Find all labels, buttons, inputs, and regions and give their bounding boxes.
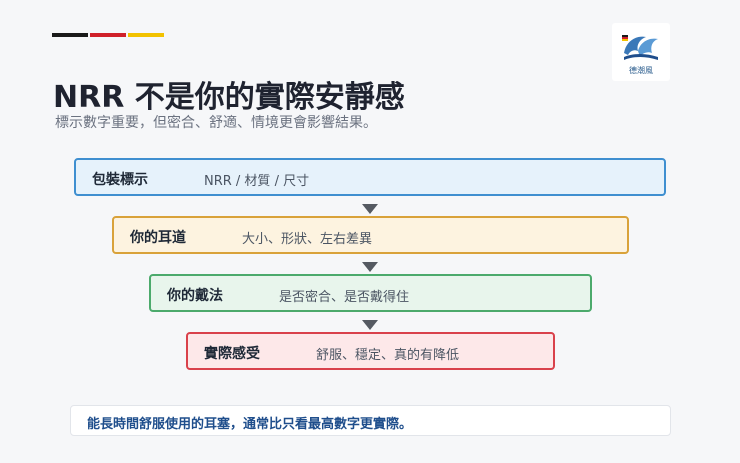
logo-text: 德潮風 — [629, 66, 653, 75]
down-arrow-icon — [362, 320, 378, 330]
flag-bar-red — [90, 33, 126, 37]
funnel-step-ear-canal: 你的耳道 大小、形狀、左右差異 — [112, 216, 629, 254]
page-title: NRR 不是你的實際安靜感 — [53, 80, 405, 115]
funnel-step-desc: 是否密合、是否戴得住 — [279, 290, 410, 305]
summary-note: 能長時間舒服使用的耳塞，通常比只看最高數字更實際。 — [70, 405, 671, 436]
funnel-step-label: 你的耳道 — [130, 230, 186, 246]
flag-bar-black — [52, 33, 88, 37]
funnel-step-desc: 舒服、穩定、真的有降低 — [316, 348, 460, 363]
funnel-step-desc: NRR / 材質 / 尺寸 — [204, 174, 310, 189]
funnel-step-packaging: 包裝標示 NRR / 材質 / 尺寸 — [74, 158, 666, 196]
funnel-step-label: 包裝標示 — [92, 172, 148, 188]
funnel-step-label: 你的戴法 — [167, 288, 223, 304]
down-arrow-icon — [362, 262, 378, 272]
down-arrow-icon — [362, 204, 378, 214]
funnel-step-wearing: 你的戴法 是否密合、是否戴得住 — [149, 274, 592, 312]
page-subtitle: 標示數字重要，但密合、舒適、情境更會影響結果。 — [55, 115, 377, 131]
flag-bar-gold — [128, 33, 164, 37]
funnel-step-label: 實際感受 — [204, 346, 260, 362]
summary-note-text: 能長時間舒服使用的耳塞，通常比只看最高數字更實際。 — [87, 417, 413, 432]
brand-logo: 德潮風 — [612, 23, 670, 81]
funnel-step-desc: 大小、形狀、左右差異 — [242, 232, 373, 247]
logo-wave-icon — [622, 35, 658, 60]
funnel-step-actual-feel: 實際感受 舒服、穩定、真的有降低 — [186, 332, 555, 370]
